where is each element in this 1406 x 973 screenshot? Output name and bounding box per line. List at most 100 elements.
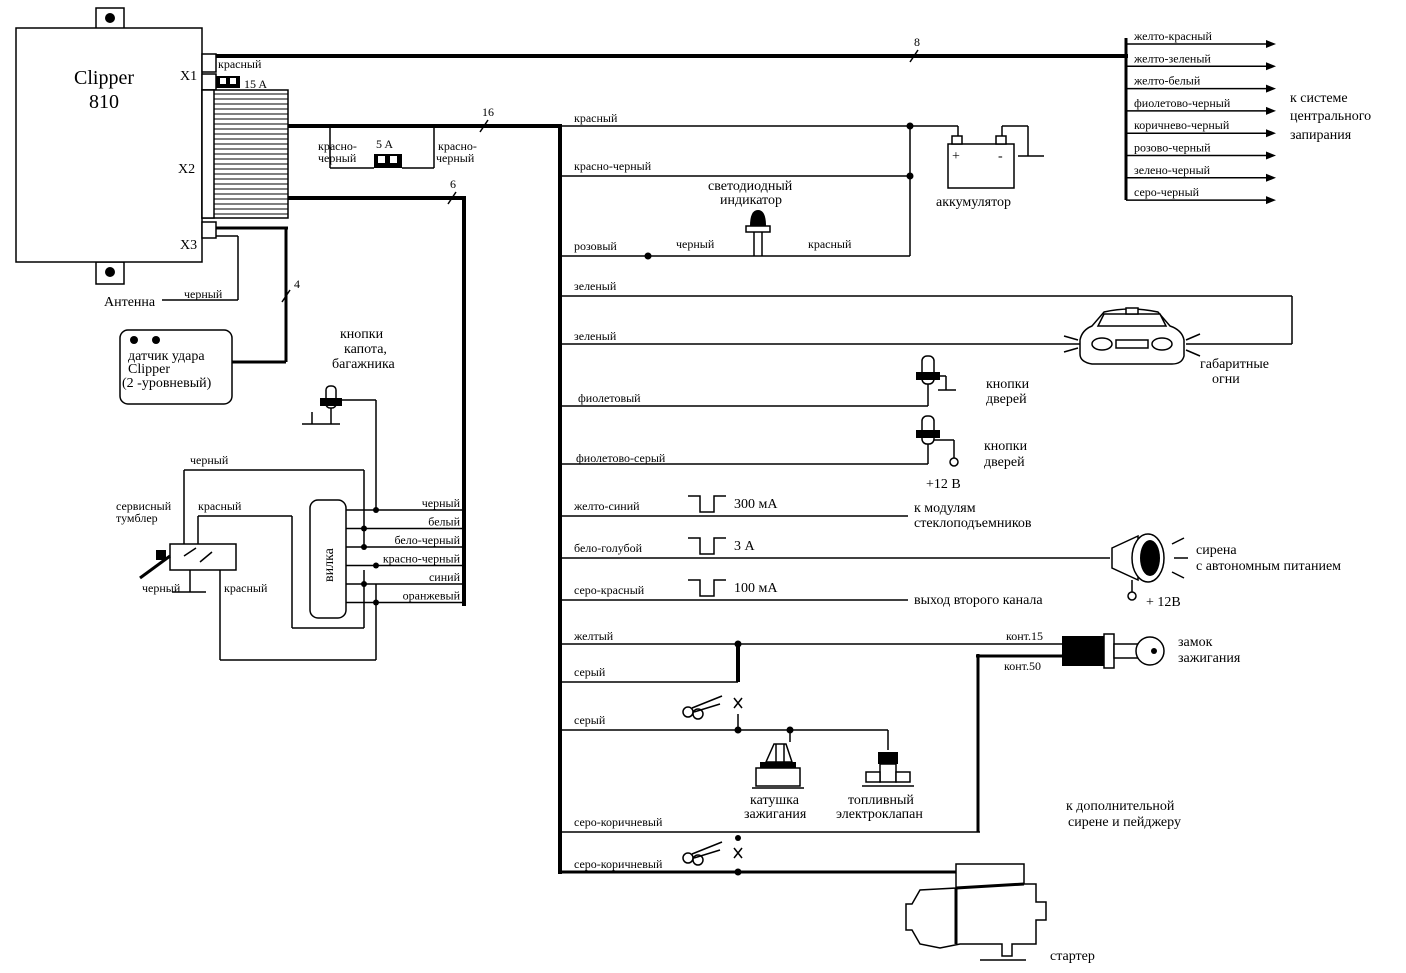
central-lock-wires: желто-красный желто-зеленый желто-белый фио… (1126, 29, 1276, 205)
connector-x3-label: X3 (180, 238, 197, 253)
hood-buttons-label-2: капота, (344, 342, 387, 357)
current-300ma-label: 300 мА (734, 497, 778, 512)
starter-icon (905, 863, 1047, 961)
red-black-left-1: красно- (318, 139, 357, 153)
fuel-valve-icon (862, 752, 914, 787)
antenna-black-label: черный (184, 287, 223, 301)
central-lock-wire-label: желто-зеленый (1133, 51, 1211, 65)
plus-12v-siren-label: + 12В (1146, 595, 1181, 610)
wire-gray-1-label: серый (574, 665, 606, 679)
central-lock-target-1: к системе (1290, 91, 1348, 106)
wire-gray-brown-2-label: серо-коричневый (574, 857, 663, 871)
wire-violet-gray-label: фиолетово-серый (576, 451, 666, 465)
svg-text:+: + (952, 149, 960, 164)
connector-x1-label: X1 (180, 69, 197, 84)
wire-yellow-label: желтый (573, 629, 614, 643)
door-2-label-2: дверей (984, 455, 1025, 470)
ignition-label-1: замок (1178, 635, 1213, 650)
toggle-black-top: черный (190, 453, 229, 467)
wire-violet-label: фиолетовый (578, 391, 641, 405)
hood-buttons-label-1: кнопки (340, 327, 384, 342)
contact-15-label: конт.15 (1006, 629, 1043, 643)
wire-green-1-label: зеленый (574, 279, 617, 293)
starter-label: стартер (1050, 949, 1095, 964)
central-lock-target-2: центрального (1290, 109, 1371, 124)
wire-red-black-label: красно-черный (574, 159, 652, 173)
battery-icon: + - (947, 125, 1044, 189)
plug-wire-label: белый (428, 515, 460, 529)
wire-red-label: красный (574, 111, 618, 125)
lights-label-2: огни (1212, 372, 1240, 387)
wire-gray-2-label: серый (574, 713, 606, 727)
coil-label-1: катушка (750, 793, 800, 808)
red-black-right-1: красно- (438, 139, 477, 153)
car-icon (1063, 307, 1201, 365)
central-lock-wire-label: коричнево-черный (1134, 118, 1230, 132)
central-lock-wire-label: желто-красный (1133, 29, 1212, 43)
door-1-label-2: дверей (986, 392, 1027, 407)
shock-sensor-label-1: датчик удара (128, 349, 205, 364)
plus-12v-door-label: +12 В (926, 477, 961, 492)
x1-red-label: красный (218, 57, 262, 71)
central-lock-wire-label: фиолетово-черный (1134, 96, 1231, 110)
led-label-2: индикатор (720, 193, 782, 208)
siren-icon (1111, 533, 1188, 601)
toggle-label-2: тумблер (116, 511, 158, 525)
door-button-2-icon (916, 415, 959, 467)
toggle-red-top: красный (198, 499, 242, 513)
current-100ma-label: 100 мА (734, 581, 778, 596)
wire-green-2-label: зеленый (574, 329, 617, 343)
battery-label: аккумулятор (936, 195, 1011, 210)
wire-white-blue-label: бело-голубой (574, 541, 643, 555)
door-2-label-1: кнопки (984, 439, 1028, 454)
central-lock-wire-label: желто-белый (1133, 74, 1201, 88)
pink-black-label: черный (676, 237, 715, 251)
unit-brand: Clipper (74, 67, 134, 89)
central-lock-wire-label: розово-черный (1134, 141, 1211, 155)
ignition-coil-icon (752, 743, 804, 789)
antenna-label: Антенна (104, 295, 156, 310)
led-indicator-icon (745, 210, 771, 256)
plug-wire-label: красно-черный (383, 552, 461, 566)
scissors-icon-2 (682, 841, 723, 866)
pager-label-2: сирене и пейджеру (1068, 815, 1181, 830)
ignition-lock-icon[interactable] (1062, 633, 1165, 669)
hood-button-icon (302, 385, 376, 425)
wire-gray-brown-1-label: серо-коричневый (574, 815, 663, 829)
pager-label-1: к дополнительной (1066, 799, 1175, 814)
central-lock-wire-label: серо-черный (1134, 185, 1200, 199)
control-unit: Clipper 810 X1 X2 X3 (15, 7, 289, 285)
toggle-label-1: сервисный (116, 499, 172, 513)
plug-label: вилка (322, 547, 337, 582)
siren-label-2: с автономным питанием (1196, 559, 1341, 574)
svg-text:-: - (998, 149, 1003, 164)
unit-model: 810 (89, 91, 119, 113)
plug-connector (309, 499, 347, 619)
toggle-black-bottom: черный (142, 581, 181, 595)
door-button-1-icon (916, 355, 956, 406)
connector-x2-label: X2 (178, 162, 195, 177)
current-3a-label: 3 А (734, 539, 756, 554)
central-lock-wire-label: зелено-черный (1134, 163, 1211, 177)
scissors-icon (682, 695, 723, 720)
bus-count-6: 6 (450, 177, 456, 191)
wire-gray-red-label: серо-красный (574, 583, 645, 597)
door-1-label-1: кнопки (986, 377, 1030, 392)
second-channel-label: выход второго канала (914, 593, 1043, 608)
hood-buttons-label-3: багажника (332, 357, 396, 372)
service-toggle-icon[interactable] (139, 543, 237, 593)
shock-sensor: датчик удара Clipper (2 -уровневый) (119, 329, 233, 405)
valve-label-2: электроклапан (836, 807, 923, 822)
fuse-15a: 15 A (216, 76, 267, 91)
windows-label-1: к модулям (914, 501, 976, 516)
wire-yellow-blue-label: желто-синий (573, 499, 640, 513)
plug-wire-label: оранжевый (403, 589, 461, 603)
bus-count-16: 16 (482, 105, 494, 119)
fuse-5a (374, 154, 402, 168)
coil-label-2: зажигания (744, 807, 807, 822)
ignition-label-2: зажигания (1178, 651, 1241, 666)
plug-wire-label: синий (429, 570, 461, 584)
siren-label-1: сирена (1196, 543, 1237, 558)
valve-label-1: топливный (848, 793, 914, 808)
